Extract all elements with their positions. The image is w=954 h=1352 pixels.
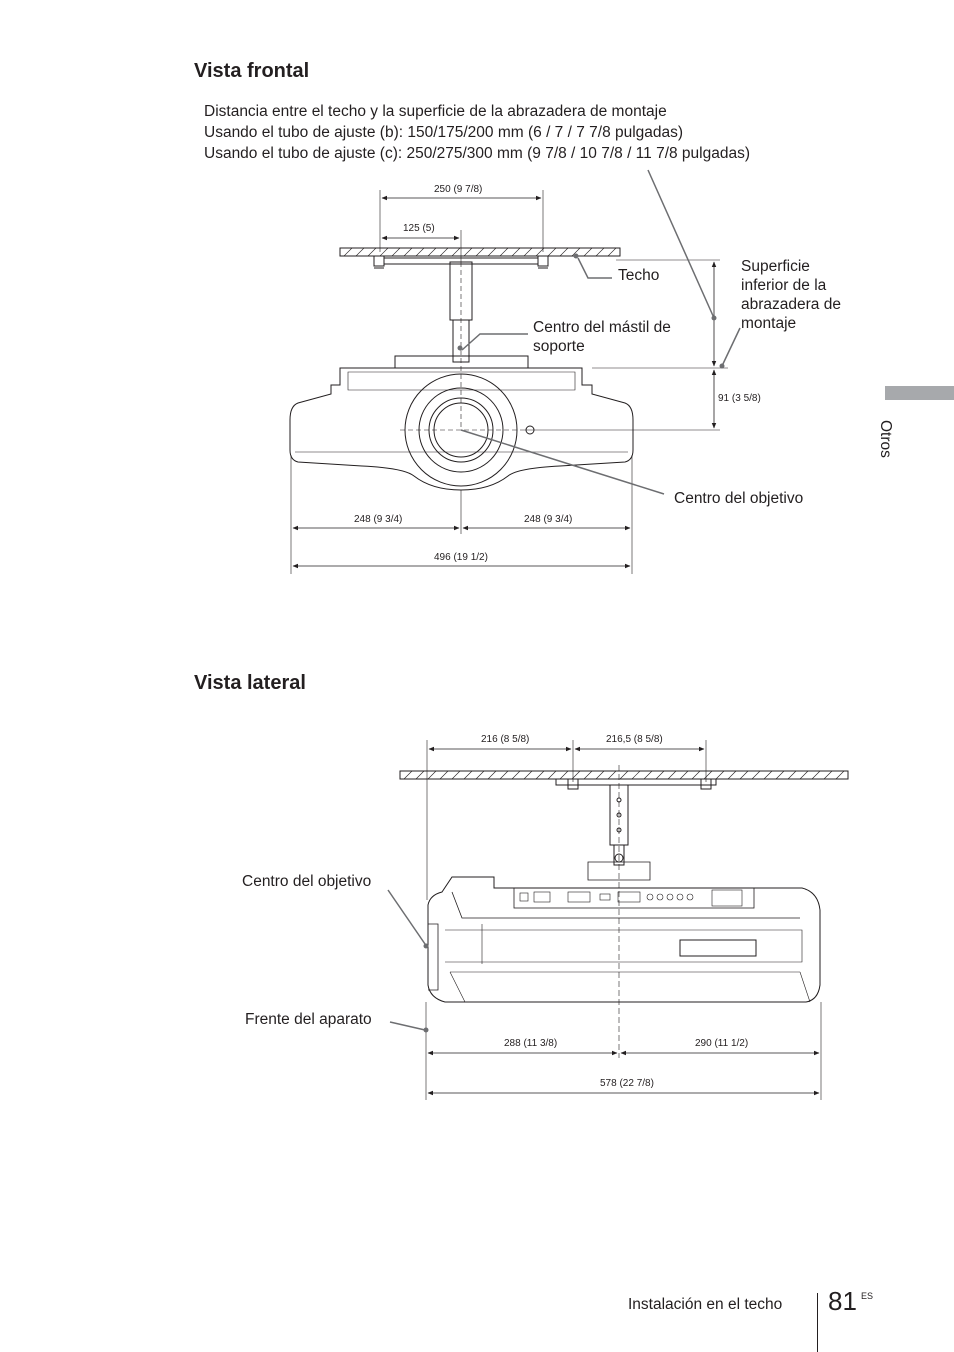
dim-216-5: 216,5 (8 5/8) <box>606 734 663 745</box>
footer-divider <box>817 1293 818 1352</box>
section-tab-label: Otros <box>877 420 894 458</box>
dim-578: 578 (22 7/8) <box>600 1078 654 1089</box>
footer-title: Instalación en el techo <box>628 1296 783 1313</box>
language-code: ES <box>861 1291 874 1301</box>
front-view-title: Vista frontal <box>194 60 310 82</box>
label-ceiling: Techo <box>618 267 660 284</box>
note-line-2: Usando el tubo de ajuste (b): 150/175/20… <box>204 124 684 141</box>
note-line-3: Usando el tubo de ajuste (c): 250/275/30… <box>204 145 751 162</box>
note-line-1: Distancia entre el techo y la superficie… <box>204 103 667 120</box>
front-ceiling <box>339 247 621 257</box>
side-ceiling <box>399 770 849 780</box>
distance-note: Distancia entre el techo y la superficie… <box>204 101 750 164</box>
page-number: 81 <box>828 1286 857 1316</box>
label-lens-center-front: Centro del objetivo <box>674 490 804 507</box>
label-mast-center: Centro del mástil de soporte <box>533 319 671 355</box>
dim-248-left: 248 (9 3/4) <box>354 514 403 525</box>
dim-290: 290 (11 1/2) <box>695 1038 749 1049</box>
dim-496: 496 (19 1/2) <box>434 552 488 563</box>
side-projector-body <box>427 876 821 1003</box>
dim-216: 216 (8 5/8) <box>481 734 530 745</box>
label-bracket-surface: Superficie inferior de la abrazadera de … <box>741 258 841 332</box>
label-unit-front: Frente del aparato <box>245 1011 372 1028</box>
section-tab-marker <box>885 386 954 400</box>
dim-248-right: 248 (9 3/4) <box>524 514 573 525</box>
dim-125: 125 (5) <box>403 223 435 234</box>
dim-91: 91 (3 5/8) <box>718 393 761 404</box>
side-view-title: Vista lateral <box>194 672 306 694</box>
dim-288: 288 (11 3/8) <box>504 1038 558 1049</box>
dim-250: 250 (9 7/8) <box>434 184 483 195</box>
label-lens-center-side: Centro del objetivo <box>242 873 372 890</box>
